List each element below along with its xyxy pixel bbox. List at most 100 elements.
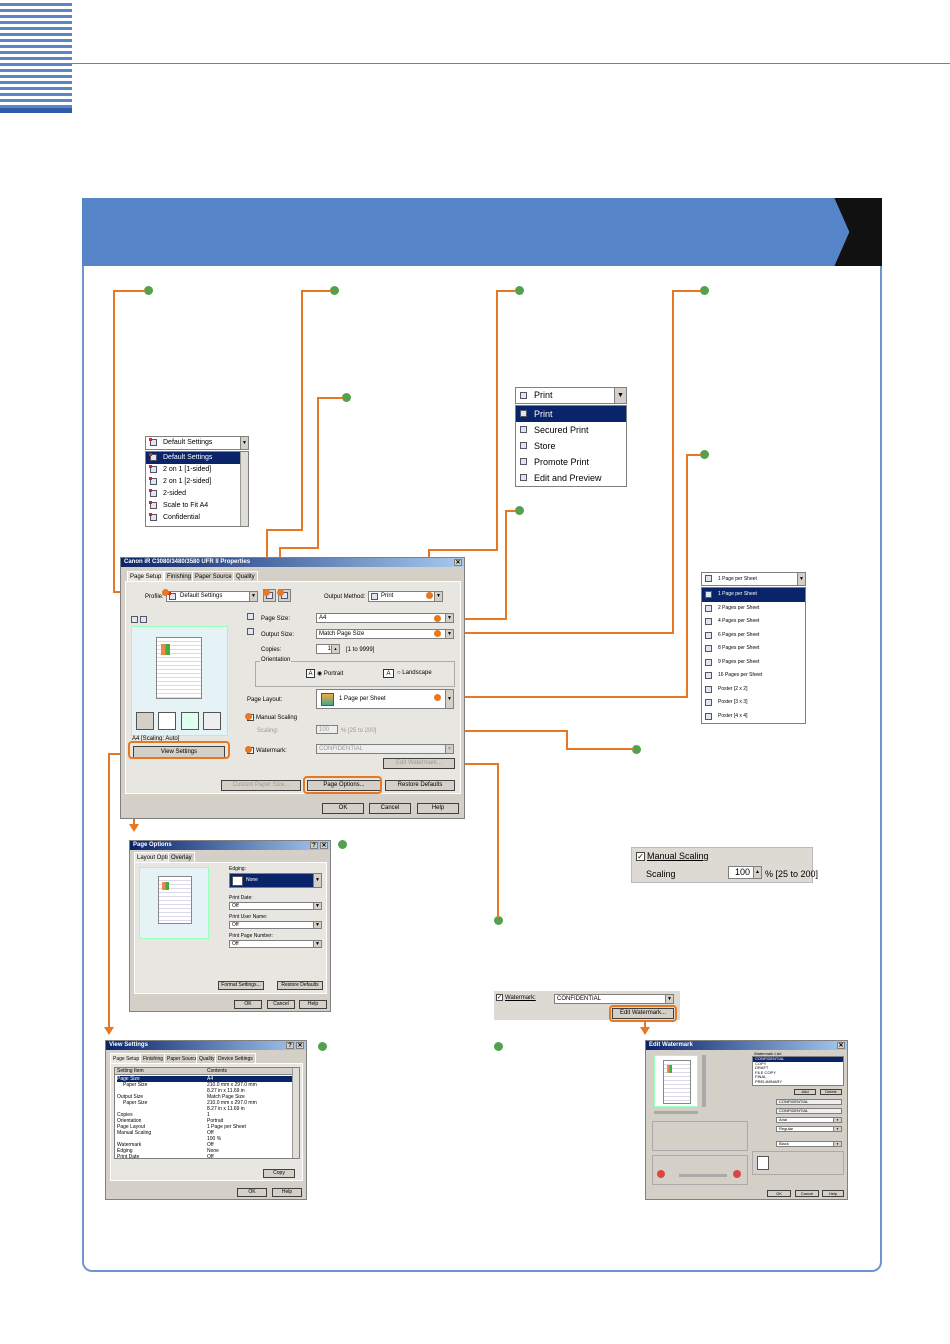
- tab-page-setup[interactable]: Page Setup: [127, 571, 165, 581]
- vertical-position-slider[interactable]: [702, 1055, 706, 1107]
- tab-overlay[interactable]: Overlay: [168, 852, 195, 862]
- portrait-radio[interactable]: ◉ Portrait: [317, 671, 344, 677]
- horizontal-position-slider[interactable]: [654, 1111, 698, 1114]
- chevron-down-icon[interactable]: ▼: [445, 745, 453, 753]
- landscape-radio[interactable]: ○ Landscape: [397, 670, 432, 676]
- chevron-down-icon[interactable]: ▼: [240, 437, 248, 449]
- spin-icon[interactable]: ▲: [753, 867, 761, 878]
- help-button[interactable]: Help: [272, 1188, 302, 1197]
- list-item[interactable]: Scale to Fit A4: [146, 500, 248, 512]
- cancel-button[interactable]: Cancel: [369, 803, 411, 814]
- watermark-color-select[interactable]: Black▼: [776, 1141, 842, 1147]
- watermark-style-select[interactable]: Regular▼: [776, 1126, 842, 1132]
- help-icon[interactable]: ?: [310, 842, 318, 849]
- tab-device-settings[interactable]: Device Settings: [215, 1053, 256, 1063]
- print-date-select[interactable]: Off▼: [229, 902, 322, 910]
- list-item[interactable]: Print: [516, 406, 626, 422]
- list-item[interactable]: Secured Print: [516, 422, 626, 438]
- page-size-select[interactable]: A4 ▼: [316, 613, 454, 623]
- chevron-down-icon[interactable]: ▼: [313, 874, 321, 887]
- list-item[interactable]: 2 on 1 [1-sided]: [146, 464, 248, 476]
- watermark-checkbox[interactable]: Watermark:: [247, 747, 287, 754]
- profile-select[interactable]: Default Settings ▼: [166, 591, 258, 602]
- close-icon[interactable]: ✕: [296, 1042, 304, 1049]
- angle-slider[interactable]: [679, 1174, 727, 1177]
- restore-defaults-button[interactable]: Restore Defaults: [385, 780, 455, 791]
- chevron-down-icon[interactable]: ▼: [445, 614, 453, 622]
- list-item[interactable]: 6 Pages per Sheet: [702, 629, 805, 643]
- list-item[interactable]: Poster [3 x 3]: [702, 696, 805, 710]
- edit-watermark-button[interactable]: Edit Watermark...: [383, 758, 455, 769]
- chevron-down-icon[interactable]: ▼: [833, 1118, 841, 1122]
- list-item[interactable]: Poster [4 x 4]: [702, 710, 805, 724]
- list-item[interactable]: Promote Print: [516, 454, 626, 470]
- table-row[interactable]: 100 %: [117, 1136, 221, 1142]
- list-item[interactable]: CONFIDENTIAL: [753, 1056, 843, 1062]
- table-row[interactable]: 8.27 in x 11.69 in: [117, 1088, 245, 1094]
- table-scrollbar[interactable]: [292, 1068, 299, 1158]
- list-item[interactable]: 16 Pages per Sheet: [702, 669, 805, 683]
- list-item[interactable]: 2 on 1 [2-sided]: [146, 476, 248, 488]
- chevron-down-icon[interactable]: ▼: [445, 690, 453, 708]
- page-layout-select[interactable]: 1 Page per Sheet ▼: [316, 689, 454, 709]
- chevron-down-icon[interactable]: ▼: [445, 630, 453, 638]
- chevron-down-icon[interactable]: ▼: [614, 388, 626, 403]
- ok-button[interactable]: OK: [237, 1188, 267, 1197]
- format-settings-button[interactable]: Format Settings...: [218, 981, 264, 990]
- edging-select[interactable]: None ▼: [229, 873, 322, 888]
- list-item[interactable]: Poster [2 x 2]: [702, 683, 805, 697]
- ok-button[interactable]: OK: [234, 1000, 262, 1009]
- custom-paper-size-button[interactable]: Custom Paper Size...: [221, 780, 301, 791]
- copy-button[interactable]: Copy: [263, 1169, 295, 1178]
- ok-button[interactable]: OK: [322, 803, 364, 814]
- profile-list-scrollbar[interactable]: [240, 452, 248, 526]
- chevron-down-icon[interactable]: ▼: [434, 592, 442, 601]
- cancel-button[interactable]: Cancel: [795, 1190, 819, 1197]
- list-item[interactable]: FILE COPY: [755, 1069, 776, 1075]
- print-user-select[interactable]: Off▼: [229, 921, 322, 929]
- page-layout-current[interactable]: 1 Page per Sheet ▼: [701, 572, 806, 586]
- chevron-down-icon[interactable]: ▼: [833, 1127, 841, 1131]
- list-item[interactable]: 2-sided: [146, 488, 248, 500]
- list-item[interactable]: 1 Page per Sheet: [702, 588, 805, 602]
- copies-stepper[interactable]: 1 ▲: [316, 644, 340, 654]
- help-button[interactable]: Help: [417, 803, 459, 814]
- add-button[interactable]: Add: [794, 1089, 816, 1095]
- watermark-name-field[interactable]: CONFIDENTIAL: [776, 1099, 842, 1105]
- output-method-select[interactable]: Print ▼: [368, 591, 443, 602]
- tab-finishing[interactable]: Finishing: [164, 571, 195, 581]
- restore-defaults-button[interactable]: Restore Defaults: [277, 981, 323, 990]
- preview-mode-icon[interactable]: [131, 616, 138, 623]
- chevron-down-icon[interactable]: ▼: [833, 1142, 841, 1146]
- list-item[interactable]: 2 Pages per Sheet: [702, 602, 805, 616]
- cancel-button[interactable]: Cancel: [267, 1000, 295, 1009]
- help-button[interactable]: Help: [299, 1000, 327, 1009]
- list-item[interactable]: 4 Pages per Sheet: [702, 615, 805, 629]
- chevron-down-icon[interactable]: ▼: [313, 922, 321, 928]
- chevron-down-icon[interactable]: ▼: [665, 995, 673, 1003]
- manual-scaling-checkbox[interactable]: Manual Scaling: [247, 714, 297, 721]
- chevron-down-icon[interactable]: ▼: [249, 592, 257, 601]
- help-icon[interactable]: ?: [286, 1042, 294, 1049]
- list-item[interactable]: Edit and Preview: [516, 470, 626, 486]
- list-item[interactable]: 9 Pages per Sheet: [702, 656, 805, 670]
- list-item[interactable]: Store: [516, 438, 626, 454]
- table-row[interactable]: 8.27 in x 11.69 in: [117, 1106, 245, 1112]
- tab-finishing[interactable]: Finishing: [140, 1053, 167, 1063]
- rotate-left-icon[interactable]: [657, 1170, 665, 1178]
- watermark-select[interactable]: CONFIDENTIAL ▼: [316, 744, 454, 754]
- scaling-stepper[interactable]: 100 ▲: [728, 866, 762, 879]
- list-item[interactable]: Default Settings: [146, 452, 248, 464]
- output-size-select[interactable]: Match Page Size ▼: [316, 629, 454, 639]
- rotate-right-icon[interactable]: [733, 1170, 741, 1178]
- edit-watermark-button[interactable]: Edit Watermark...: [612, 1008, 674, 1019]
- watermark-text-field[interactable]: CONFIDENTIAL: [776, 1108, 842, 1114]
- list-item[interactable]: Confidential: [146, 512, 248, 524]
